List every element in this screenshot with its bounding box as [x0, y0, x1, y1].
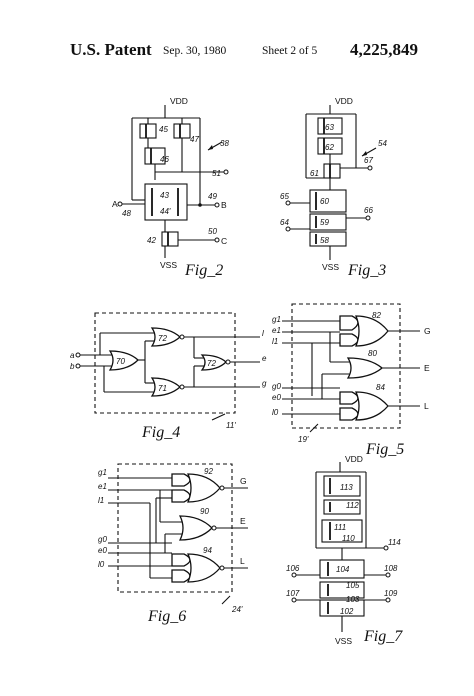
fig2-n50-label: 50 [208, 227, 217, 236]
fig5-g84-label: 84 [376, 383, 385, 392]
fig7-n106-label: 106 [286, 564, 300, 573]
fig6-input-l1: l1 [98, 496, 104, 505]
fig6-g90-label: 90 [200, 507, 209, 516]
fig2-circuit [117, 105, 229, 258]
fig2-caption: Fig_2 [184, 262, 223, 279]
fig2-n51-label: 51 [212, 169, 221, 178]
fig3-n64-label: 64 [280, 218, 289, 227]
fig5-ref-label: 19' [298, 435, 309, 444]
fig2-t46-label: 46 [160, 155, 169, 164]
fig4-g71-label: 71 [158, 384, 167, 393]
fig7-t111-label: 111 [334, 523, 346, 532]
fig2-output-c: C [221, 236, 227, 246]
fig7-circuit [291, 462, 391, 632]
fig2-t43-label: 43 [160, 191, 169, 200]
fig6-g94-label: 94 [203, 546, 212, 555]
fig5-output-g: G [424, 326, 431, 336]
fig4-caption: Fig_4 [141, 424, 180, 441]
sheet-number: Sheet 2 of 5 [262, 45, 318, 57]
fig2-t45-label: 45 [159, 125, 168, 134]
fig6-output-l: L [240, 556, 245, 566]
fig6-input-e0: e0 [98, 546, 107, 555]
fig3-vdd-label: VDD [335, 96, 353, 106]
fig3-t58-label: 58 [320, 236, 329, 245]
fig7-n107-label: 107 [286, 589, 300, 598]
fig2-n49-label: 49 [208, 192, 217, 201]
fig3-ref-label: 54 [378, 139, 387, 148]
fig5-output-l: L [424, 401, 429, 411]
fig5-input-l0: l0 [272, 408, 279, 417]
fig6-input-e1: e1 [98, 482, 107, 491]
fig5-input-e0: e0 [272, 393, 281, 402]
fig3-n66-label: 66 [364, 206, 373, 215]
fig6-g92-label: 92 [204, 467, 213, 476]
fig6-output-g: G [240, 476, 247, 486]
fig7-n109-label: 109 [384, 589, 398, 598]
patent-date: Sep. 30, 1980 [163, 45, 227, 57]
fig3-t59-label: 59 [320, 218, 329, 227]
fig3-caption: Fig_3 [347, 262, 386, 279]
fig5-input-g0: g0 [272, 382, 281, 391]
fig7-caption: Fig_7 [363, 628, 403, 645]
fig4-output-e: e [262, 354, 267, 363]
fig2-t42-label: 42 [147, 236, 156, 245]
fig6-input-g0: g0 [98, 535, 107, 544]
fig4-input-a: a [70, 351, 75, 360]
fig7-vss-label: VSS [335, 636, 352, 646]
fig3-t61-label: 61 [310, 169, 319, 178]
fig2-t47-label: 47 [190, 135, 199, 144]
fig4-output-g: g [262, 379, 267, 388]
fig6-circuit [108, 463, 248, 605]
fig3-t63-label: 63 [325, 123, 334, 132]
fig5-output-e: E [424, 363, 430, 373]
fig2-input-a: A [112, 199, 118, 209]
fig2-vss-label: VSS [160, 260, 177, 270]
fig2-n48-label: 48 [122, 209, 131, 218]
fig6-input-g1: g1 [98, 468, 107, 477]
fig7-t113-label: 113 [340, 483, 353, 492]
fig5-input-e1: e1 [272, 326, 281, 335]
fig4-ref-label: 11' [226, 421, 236, 430]
fig3-t60-label: 60 [320, 197, 329, 206]
fig5-input-g1: g1 [272, 315, 281, 324]
fig4-g72b-label: 72 [207, 359, 216, 368]
fig6-input-l0: l0 [98, 560, 105, 569]
fig7-n114-label: 114 [388, 538, 401, 547]
fig3-circuit [285, 105, 377, 260]
patent-label: U.S. Patent [70, 40, 152, 59]
fig4-output-l: l [262, 329, 264, 338]
fig2-vdd-label: VDD [170, 96, 188, 106]
fig3-t62-label: 62 [325, 143, 334, 152]
fig5-g80-label: 80 [368, 349, 377, 358]
fig7-n108-label: 108 [384, 564, 398, 573]
fig7-t105-label: 105 [346, 581, 360, 590]
fig6-output-e: E [240, 516, 246, 526]
fig3-n65-label: 65 [280, 192, 289, 201]
fig5-circuit [282, 303, 420, 433]
fig7-t103-label: 103 [346, 595, 360, 604]
fig4-circuit [75, 312, 260, 421]
patent-number: 4,225,849 [350, 40, 418, 59]
fig3-n67-label: 67 [364, 156, 373, 165]
fig4-g72a-label: 72 [158, 334, 167, 343]
fig5-caption: Fig_5 [365, 441, 404, 458]
fig6-ref-label: 24' [231, 605, 243, 614]
fig5-input-l1: l1 [272, 337, 278, 346]
fig2-output-b: B [221, 200, 227, 210]
fig7-vdd-label: VDD [345, 454, 363, 464]
fig7-t102-label: 102 [340, 607, 354, 616]
fig7-t104-label: 104 [336, 565, 350, 574]
fig6-caption: Fig_6 [147, 608, 186, 625]
fig3-vss-label: VSS [322, 262, 339, 272]
fig4-input-b: b [70, 362, 75, 371]
fig2-t44-label: 44' [160, 207, 171, 216]
fig7-t110-label: 110 [342, 534, 355, 543]
fig5-g82-label: 82 [372, 311, 381, 320]
fig7-t112-label: 112 [346, 501, 359, 510]
fig4-g70-label: 70 [116, 357, 125, 366]
fig2-ref-label: 38 [220, 139, 229, 148]
